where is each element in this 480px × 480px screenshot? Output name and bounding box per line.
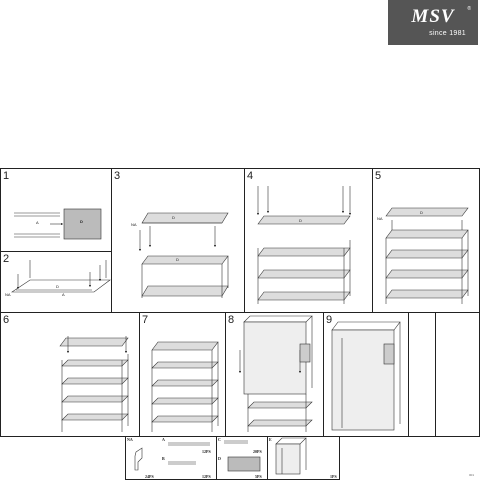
parts-label-na: NA [127,437,133,442]
part-na-drawing [134,447,143,471]
step-1-label-a: A [36,220,39,225]
step-8-drawing [238,315,313,432]
footer-code: 001 [468,473,474,477]
part-d-drawing [227,456,261,472]
step-5-drawing [385,207,469,304]
step-1-drawing [14,208,102,240]
step-3-label-d: D [172,215,175,220]
step-2-label-d: D [56,284,59,289]
step-3-drawing [138,212,229,298]
brand-logo: MSV ® since 1981 [388,0,478,45]
step-1-number: 1 [3,170,10,182]
parts-qty-b: 12PS [202,474,211,479]
parts-label-a: A [162,437,165,442]
step-6-number: 6 [3,314,10,326]
step-2-label-na: NA [5,292,11,297]
parts-label-c: C [218,437,221,442]
brand-tagline: since 1981 [429,30,466,37]
step-2-label-a: A [62,292,65,297]
parts-label-d: D [218,456,221,461]
parts-qty-na: 24PS [145,474,154,479]
parts-qty-e: 1PS [330,474,337,479]
step-3-label-d-lower: D [176,257,179,262]
part-e-drawing [275,437,307,475]
parts-label-b: B [162,456,165,461]
step-7-drawing [151,341,219,432]
parts-qty-c: 20PS [253,449,262,454]
step-8-number: 8 [228,314,235,326]
step-4-drawing [256,186,352,304]
step-3-number: 3 [114,170,121,182]
step-2-number: 2 [3,253,10,265]
part-c-drawing [224,440,248,444]
part-b-drawing [168,461,196,465]
step-5-label-na: NA [377,216,383,221]
parts-qty-a: 12PS [202,449,211,454]
step-9-drawing [331,321,401,431]
step-3-label-na: NA [131,222,137,227]
step-5-number: 5 [375,170,382,182]
step-4-number: 4 [247,170,254,182]
step-7-number: 7 [142,314,149,326]
step-5-label-d: D [420,210,423,215]
step-4-label-d: D [299,218,302,223]
step-1-label-d: D [80,219,83,224]
brand-name: MSV [411,6,455,27]
parts-qty-d: 5PS [255,474,262,479]
brand-registered: ® [467,6,471,12]
step-9-number: 9 [326,314,333,326]
parts-label-e: E [269,437,272,442]
part-a-drawing [168,442,210,446]
step-6-drawing [59,336,129,432]
step-2-drawing [11,260,111,293]
